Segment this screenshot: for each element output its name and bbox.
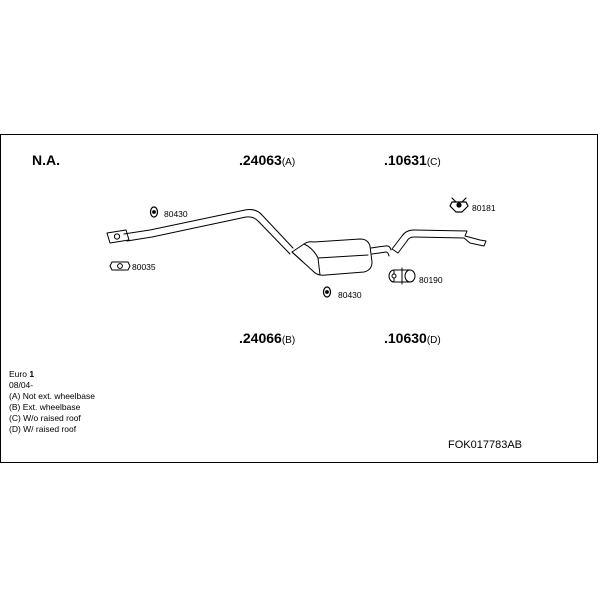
- part-number: .10631: [384, 152, 427, 168]
- part-variant: (C): [426, 157, 441, 168]
- accessory-label-80035: 80035: [132, 262, 156, 272]
- pipe-clamp-icon: [388, 267, 416, 285]
- kit-code: FOK017783AB: [448, 439, 522, 451]
- date-note: 08/04-: [9, 380, 34, 390]
- rubber-hanger-icon: [149, 206, 159, 218]
- part-label-10630: .10630(D): [384, 331, 441, 347]
- rubber-hanger-icon: [322, 286, 332, 298]
- tail-pipe-icon: [391, 229, 487, 254]
- part-number: .24063: [239, 152, 282, 168]
- note-a: (A) Not ext. wheelbase: [9, 391, 95, 401]
- part-variant: (B): [281, 335, 296, 346]
- front-pipe-icon: [123, 209, 294, 255]
- accessory-label-80430: 80430: [164, 209, 188, 219]
- notes-block: Euro 1 08/04- (A) Not ext. wheelbase (B)…: [9, 369, 95, 435]
- front-flange-icon: [106, 229, 130, 244]
- part-label-10631: .10631(C): [384, 153, 441, 169]
- diagram-frame: [0, 134, 598, 463]
- part-label-24066: .24066(B): [239, 331, 295, 347]
- note-b: (B) Ext. wheelbase: [9, 402, 81, 412]
- euro-note: Euro 1: [9, 369, 35, 379]
- na-label: N.A.: [32, 152, 60, 168]
- accessory-label-80430: 80430: [338, 290, 362, 300]
- gasket-icon: [109, 261, 131, 271]
- note-c: (C) W/o raised roof: [9, 413, 81, 423]
- part-variant: (D): [426, 335, 441, 346]
- silencer-icon: [291, 238, 373, 276]
- accessory-label-80181: 80181: [472, 203, 496, 213]
- part-label-24063: .24063(A): [239, 153, 295, 169]
- part-variant: (A): [281, 157, 296, 168]
- part-number: .24066: [239, 330, 282, 346]
- note-d: (D) W/ raised roof: [9, 424, 77, 434]
- rubber-hanger-icon: [449, 197, 469, 213]
- accessory-label-80190: 80190: [419, 275, 443, 285]
- part-number: .10630: [384, 330, 427, 346]
- tail-connector-icon: [370, 245, 392, 257]
